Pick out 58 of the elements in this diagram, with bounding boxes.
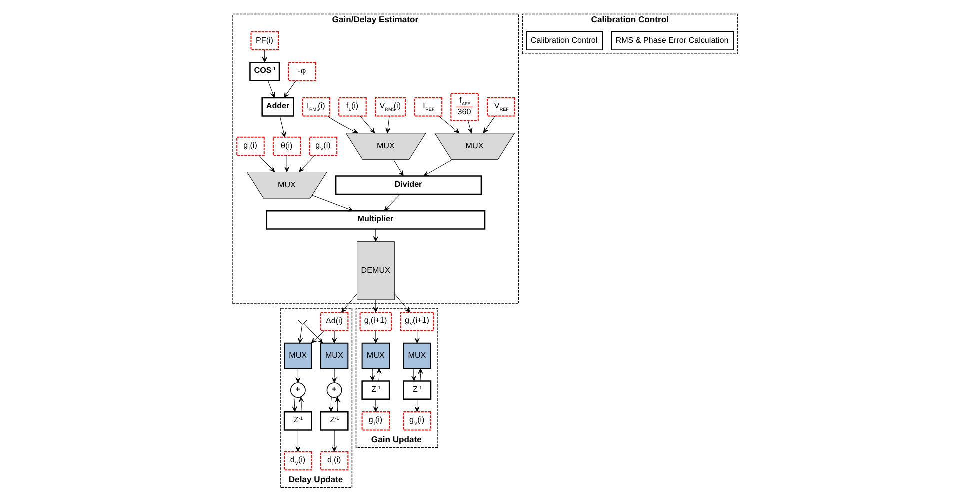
node-box: MUX — [284, 342, 312, 370]
arrow — [414, 399, 420, 412]
arrow — [370, 368, 376, 382]
node-box: MUX — [403, 342, 432, 370]
arrow — [360, 116, 376, 134]
node-box: -φ — [288, 62, 316, 82]
node-box: DEMUX — [357, 242, 395, 300]
node-box: Δd(i) — [320, 312, 349, 332]
node-box: Divider — [335, 176, 482, 196]
arrow — [296, 368, 301, 384]
node-box: Calibration Control — [526, 32, 604, 50]
arrow — [373, 300, 378, 313]
arrow — [376, 368, 382, 382]
arrow — [280, 116, 286, 138]
node-ground — [298, 320, 308, 325]
arrow — [468, 120, 473, 134]
arrow — [268, 80, 276, 98]
node-box: MUX — [320, 342, 349, 370]
arrow — [328, 396, 334, 412]
node-circle: + — [290, 382, 306, 398]
arrow — [284, 155, 290, 172]
node-circle: + — [326, 382, 342, 398]
arrow — [335, 396, 340, 412]
arrow — [311, 330, 326, 344]
arrow — [292, 396, 298, 412]
arrow — [332, 330, 338, 344]
node-box: θ(i) — [272, 136, 302, 156]
arrow — [394, 294, 410, 313]
arrow — [483, 116, 496, 134]
arrow — [418, 368, 424, 382]
arrow — [386, 116, 391, 134]
arrow — [299, 396, 304, 412]
arrow — [299, 155, 316, 172]
arrow — [373, 399, 378, 412]
arrow — [393, 160, 404, 176]
arrow — [332, 430, 338, 452]
arrow — [262, 50, 268, 63]
arrow — [411, 368, 416, 382]
arrow — [298, 324, 304, 344]
node-box: Adder — [262, 97, 294, 117]
arrow — [284, 80, 296, 98]
arrow — [342, 294, 358, 313]
arrow — [414, 330, 420, 344]
arrow — [258, 155, 276, 172]
node-box: Multiplier — [266, 210, 486, 230]
arrow — [438, 116, 460, 134]
arrow — [373, 330, 378, 344]
arrow — [312, 195, 354, 212]
node-box: MUX — [362, 342, 390, 370]
arrow — [384, 194, 401, 212]
arrow — [304, 323, 324, 344]
arrow — [373, 229, 378, 242]
node-box: RMS & Phase Error Calculation — [611, 32, 734, 50]
arrow — [332, 368, 338, 384]
arrow — [296, 430, 301, 452]
arrow — [424, 159, 453, 176]
arrow — [327, 116, 358, 134]
node-box: PF(i) — [250, 31, 279, 51]
